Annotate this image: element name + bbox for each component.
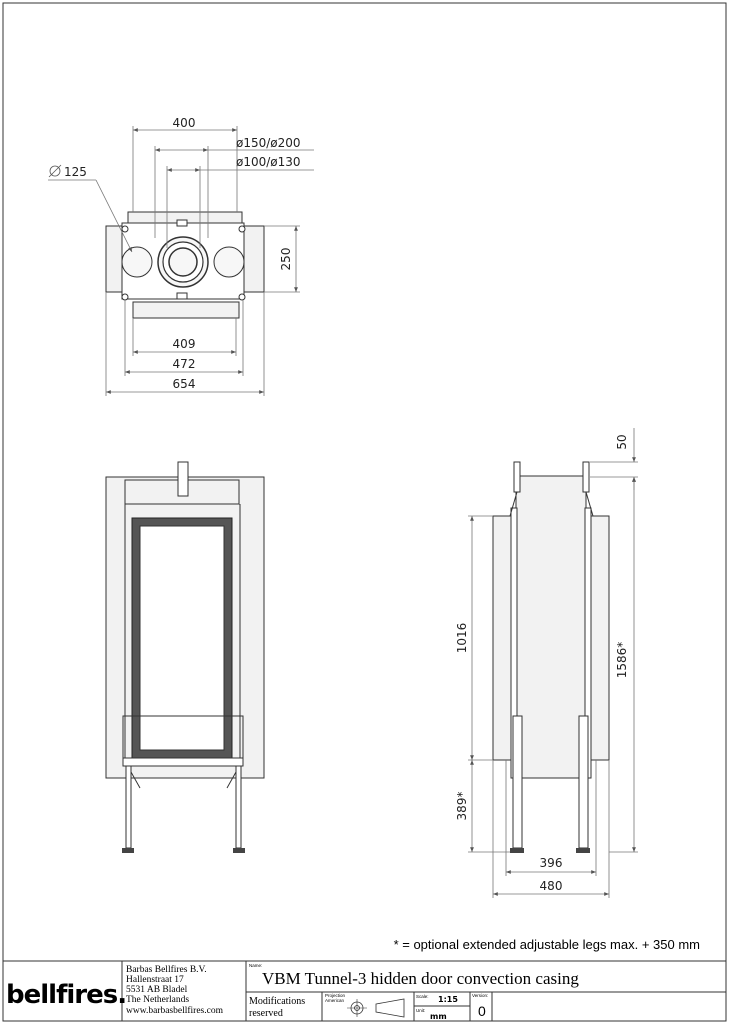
dim-50: 50 [615,434,629,449]
company-logo: bellfires. [6,980,126,1010]
company-postcode: 5531 AB Bladel [126,985,188,995]
front-flue-tab [177,461,189,497]
front-view [105,461,265,853]
scale-label: Scale: [416,994,429,999]
company-website: www.barbasbellfires.com [126,1005,224,1016]
front-foot-right [233,848,245,853]
diameter-symbol-icon [49,165,61,177]
top-corner-bolt [238,293,246,301]
side-top-tab-right [582,461,590,493]
convection-hole-right [213,246,245,278]
modifications-line2: reserved [249,1008,283,1019]
dim-389: 389* [455,792,469,821]
name-label: Name: [249,963,262,968]
dim-480: 480 [540,879,563,893]
projection-label2: American [325,998,345,1003]
top-back-plate [132,301,240,319]
top-view: 400 ø150/ø200 ø100/ø130 125 250 409 472 [48,116,314,396]
side-foot-left [510,848,524,853]
modifications-line1: Modifications [249,996,305,1007]
dim-400: 400 [173,116,196,130]
version-value: 0 [478,1003,486,1019]
dim-472: 472 [173,357,196,371]
front-leg-right [235,765,242,849]
top-corner-bolt [121,293,129,301]
convection-hole-left [121,246,153,278]
side-outer-panel-left [492,515,512,761]
scale-value: 1:15 [438,995,458,1004]
dim-1586: 1586* [615,642,629,679]
footnote: * = optional extended adjustable legs ma… [394,937,700,952]
company-street: Hallenstraat 17 [126,975,184,985]
side-foot-right [576,848,590,853]
unit-label: Unit: [416,1008,425,1013]
front-leg-left [125,765,132,849]
side-leg-right [578,715,589,849]
front-door-glass [139,525,225,751]
top-clamp [176,219,188,227]
top-corner-bolt [238,225,246,233]
dim-409: 409 [173,337,196,351]
unit-value: mm [430,1012,447,1021]
dim-150-200: ø150/ø200 [236,136,301,150]
dim-100-130: ø100/ø130 [236,155,301,169]
side-leg-left [512,715,523,849]
company-country: The Netherlands [126,995,189,1005]
dim-654: 654 [173,377,196,391]
flue-inner [168,247,198,277]
side-central-body [515,475,587,779]
front-foot-left [122,848,134,853]
projection-label1: Projection [325,993,346,998]
side-top-tab-left [513,461,521,493]
dim-125: 125 [64,165,87,179]
top-clamp [176,292,188,300]
dim-250: 250 [279,248,293,271]
projection-symbol-icon [347,998,405,1018]
dim-1016: 1016 [455,623,469,654]
version-label: Version: [472,993,488,998]
side-outer-panel-right [590,515,610,761]
top-corner-bolt [121,225,129,233]
title-block: bellfires. Barbas Bellfires B.V. Hallens… [3,960,726,1021]
drawing-title: VBM Tunnel-3 hidden door convection casi… [262,969,579,988]
dim-396: 396 [540,856,563,870]
front-base-bar [122,757,244,767]
company-name: Barbas Bellfires B.V. [126,964,207,975]
side-view: 50 1586* 1016 389* 396 480 [455,428,638,898]
